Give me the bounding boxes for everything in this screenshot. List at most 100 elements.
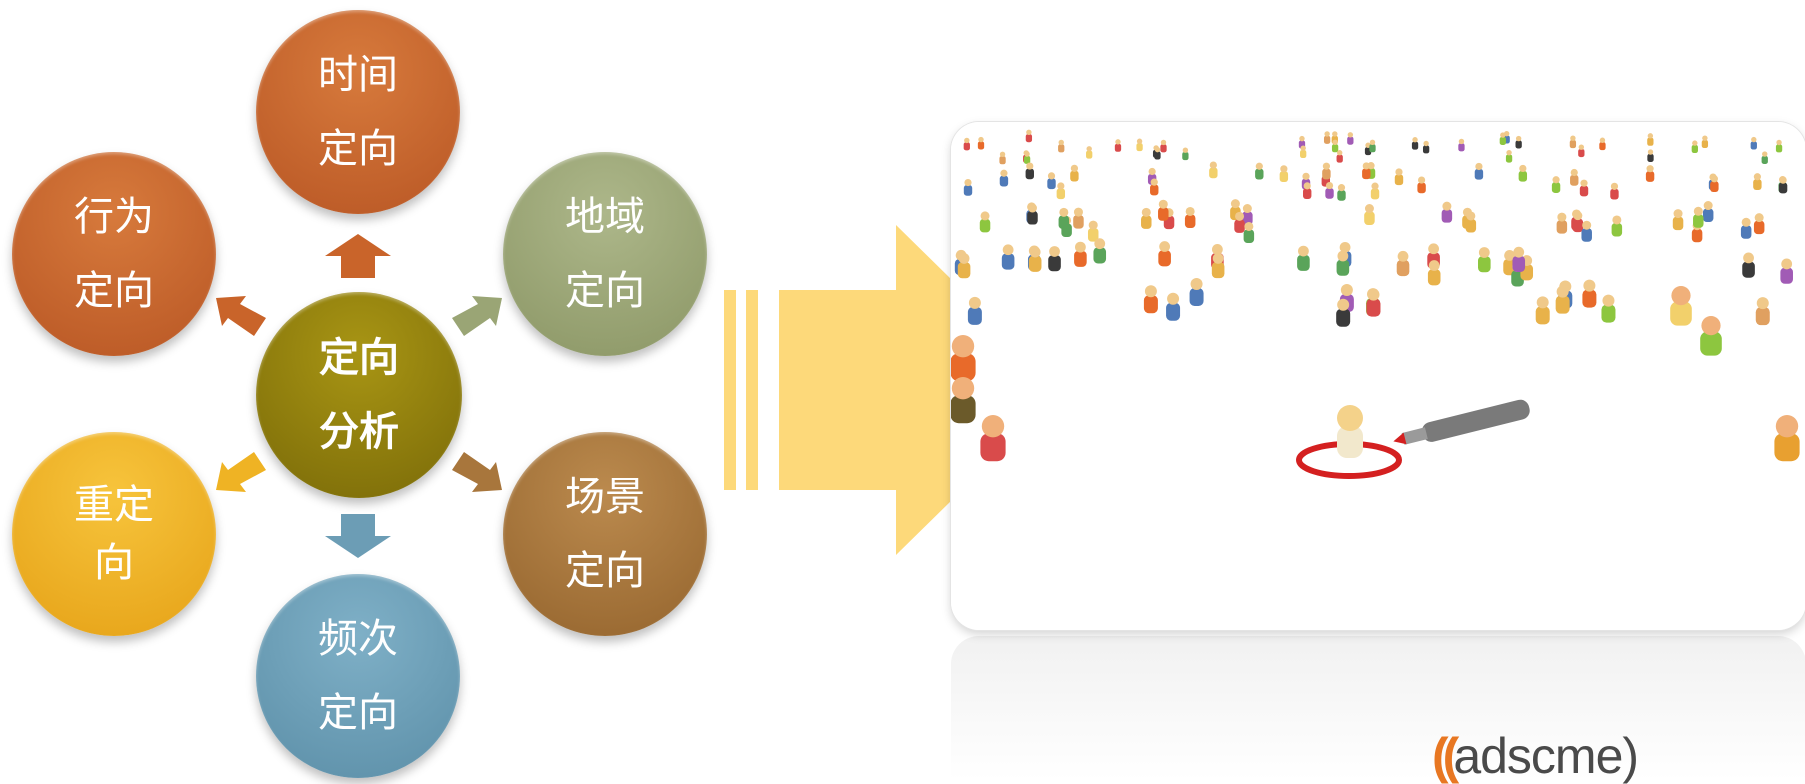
crowd-person-icon bbox=[999, 169, 1009, 187]
crowd-person-icon bbox=[1761, 151, 1768, 164]
crowd-person-icon bbox=[1048, 246, 1061, 272]
center-line1: 定向 bbox=[319, 335, 399, 381]
crowd-person-icon bbox=[1209, 161, 1218, 179]
crowd-person-icon bbox=[1189, 278, 1204, 307]
crowd-person-icon bbox=[1143, 285, 1158, 314]
crowd-person-icon bbox=[977, 136, 985, 150]
crowd-person-icon bbox=[1441, 201, 1453, 223]
crowd-person-icon bbox=[1551, 176, 1561, 193]
crowd-person-icon bbox=[1579, 179, 1589, 197]
crowd-person-icon bbox=[1701, 135, 1709, 149]
crowd-person-icon bbox=[1702, 201, 1714, 223]
arrow-to-region-icon bbox=[452, 296, 502, 336]
crowd-person-icon bbox=[1058, 207, 1070, 229]
crowd-person-icon bbox=[1336, 150, 1343, 163]
node-frequency: 频次 定向 bbox=[256, 574, 460, 778]
crowd-person-icon bbox=[1087, 220, 1099, 242]
crowd-person-icon bbox=[1582, 279, 1597, 308]
crowd-person-icon bbox=[1242, 204, 1253, 226]
arrow-to-time-icon bbox=[325, 234, 391, 278]
crowd-person-icon bbox=[980, 415, 1006, 462]
crowd-person-icon bbox=[1700, 316, 1722, 356]
adscme-logo: ((adscme) bbox=[1432, 731, 1639, 781]
crowd-person-icon bbox=[1570, 168, 1579, 186]
crowd-person-icon bbox=[979, 211, 991, 233]
crowd-person-icon bbox=[1086, 146, 1093, 159]
crowd-person-icon bbox=[1136, 138, 1143, 152]
crowd-person-icon bbox=[1458, 138, 1465, 152]
node-time-line1: 时间 bbox=[318, 52, 398, 98]
crowd-person-icon bbox=[1422, 140, 1430, 154]
crowd-person-icon bbox=[1336, 250, 1350, 276]
crowd-person-icon bbox=[1325, 181, 1334, 199]
crowd-person-icon bbox=[1778, 176, 1788, 194]
crowd-person-icon bbox=[1427, 260, 1441, 286]
photo-reflection bbox=[951, 636, 1805, 780]
crowd-person-icon bbox=[1610, 182, 1619, 200]
node-frequency-line1: 频次 bbox=[318, 616, 398, 662]
crowd-person-icon bbox=[1774, 415, 1800, 462]
crowd-photo bbox=[951, 122, 1805, 630]
node-center-analysis: 定向 分析 bbox=[256, 292, 462, 498]
node-time-line2: 定向 bbox=[318, 126, 398, 172]
crowd-person-icon bbox=[951, 377, 976, 424]
crowd-person-icon bbox=[1073, 207, 1084, 229]
node-scene-line1: 场景 bbox=[565, 474, 645, 520]
crowd-person-icon bbox=[1601, 294, 1616, 323]
crowd-person-icon bbox=[1515, 135, 1522, 149]
crowd-person-icon bbox=[1114, 139, 1122, 152]
crowd-person-icon bbox=[1647, 149, 1654, 162]
crowd-person-icon bbox=[1499, 132, 1506, 145]
crowd-person-icon bbox=[1512, 246, 1526, 272]
node-behavior: 行为 定向 bbox=[12, 152, 216, 356]
crowd-person-icon bbox=[1184, 206, 1196, 228]
crowd-person-icon bbox=[1691, 140, 1698, 153]
node-retarget: 重定 向 bbox=[12, 432, 216, 636]
crowd-person-icon bbox=[1411, 137, 1419, 150]
crowd-person-icon bbox=[1362, 162, 1371, 180]
crowd-person-icon bbox=[1394, 168, 1404, 186]
crowd-person-icon bbox=[1347, 132, 1354, 145]
node-region: 地域 定向 bbox=[503, 152, 707, 356]
arrow-to-retarget-icon bbox=[216, 452, 266, 492]
crowd-person-icon bbox=[1323, 131, 1331, 144]
crowd-person-icon bbox=[1141, 207, 1152, 229]
node-time: 时间 定向 bbox=[256, 10, 460, 214]
crowd-person-icon bbox=[1366, 288, 1381, 317]
big-arrow-icon bbox=[724, 225, 1064, 555]
crowd-person-icon bbox=[1336, 298, 1351, 327]
node-scene-line2: 定向 bbox=[565, 548, 645, 594]
crowd-person-icon bbox=[1182, 147, 1189, 161]
crowd-person-icon bbox=[1001, 244, 1015, 270]
crowd-person-icon bbox=[1572, 211, 1584, 233]
crowd-person-icon bbox=[1279, 165, 1289, 183]
crowd-person-icon bbox=[967, 296, 982, 325]
crowd-person-icon bbox=[1303, 182, 1312, 200]
crowd-person-icon bbox=[1093, 238, 1107, 264]
crowd-person-icon bbox=[1025, 162, 1034, 180]
crowd-person-icon bbox=[1160, 139, 1167, 153]
crowd-person-icon bbox=[1750, 136, 1757, 150]
crowd-person-icon bbox=[1753, 213, 1765, 235]
crowd-person-icon bbox=[957, 253, 971, 279]
crowd-person-icon bbox=[1740, 217, 1752, 239]
crowd-person-icon bbox=[1555, 285, 1570, 314]
crowd-person-icon bbox=[1158, 199, 1169, 221]
logo-text: adscme) bbox=[1453, 728, 1639, 784]
crowd-person-icon bbox=[1556, 212, 1568, 234]
crowd-person-icon bbox=[1465, 211, 1477, 233]
crowd-person-icon bbox=[1535, 296, 1550, 325]
crowd-person-icon bbox=[1370, 182, 1380, 200]
crowd-person-icon bbox=[1027, 203, 1038, 225]
node-behavior-line2: 定向 bbox=[74, 268, 154, 314]
crowd-person-icon bbox=[1058, 139, 1065, 153]
crowd-person-icon bbox=[1710, 175, 1719, 192]
crowd-person-icon bbox=[1581, 220, 1592, 242]
crowd-person-icon bbox=[1647, 133, 1654, 146]
crowd-person-icon bbox=[1300, 145, 1307, 159]
crowd-person-icon bbox=[1670, 286, 1692, 326]
crowd-person-icon bbox=[1028, 246, 1042, 272]
arrow-to-frequency-icon bbox=[325, 514, 391, 558]
crowd-person-icon bbox=[1154, 146, 1161, 160]
crowd-person-icon bbox=[1505, 149, 1513, 163]
